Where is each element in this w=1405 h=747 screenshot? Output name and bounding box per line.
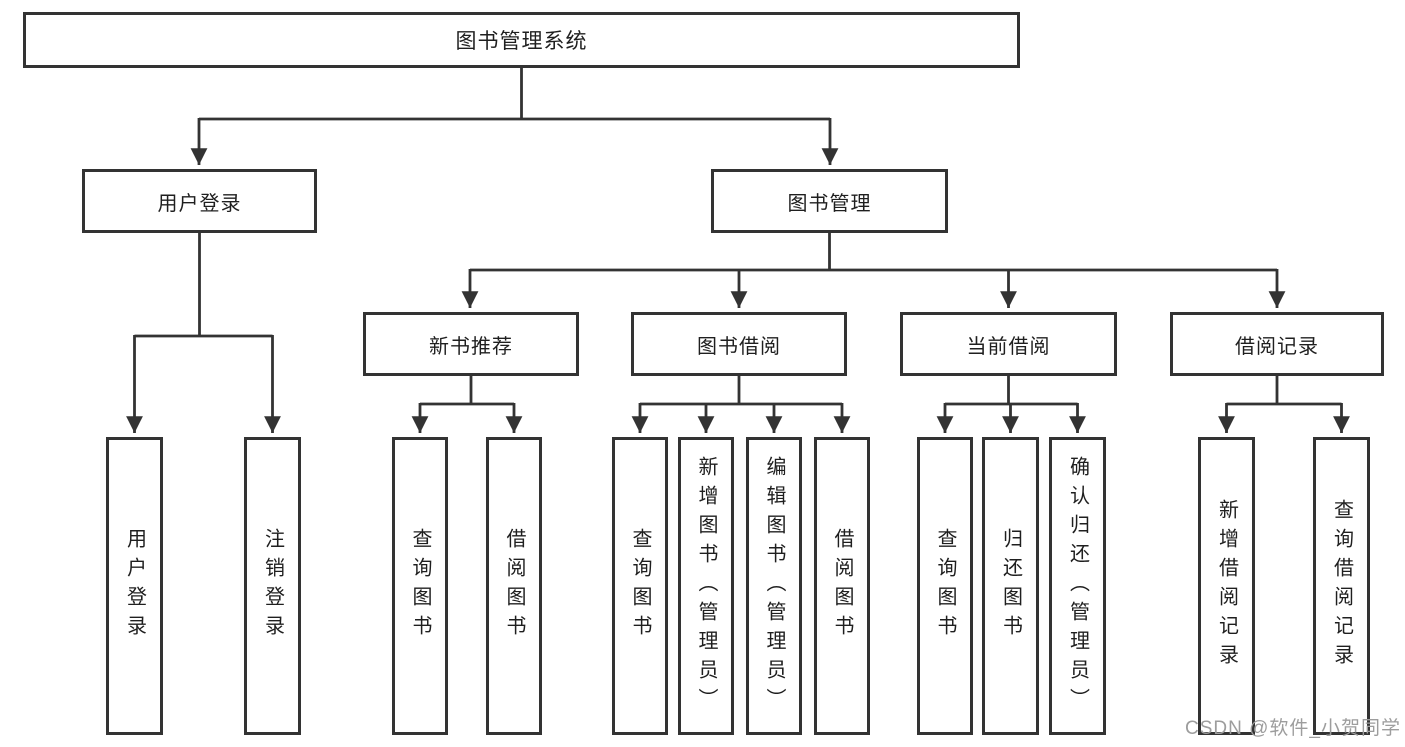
leaf-current-confirm-return-admin: 确认归还（管理员） — [1049, 437, 1106, 735]
leaf-logout: 注销登录 — [244, 437, 301, 735]
leaf-borrow-query-books: 查询图书 — [612, 437, 668, 735]
node-current-borrow: 当前借阅 — [900, 312, 1117, 376]
node-user-login: 用户登录 — [82, 169, 317, 233]
leaf-current-query-books: 查询图书 — [917, 437, 973, 735]
leaf-records-add-record: 新增借阅记录 — [1198, 437, 1255, 735]
leaf-borrow-edit-books-admin: 编辑图书（管理员） — [746, 437, 802, 735]
leaf-user-login: 用户登录 — [106, 437, 163, 735]
node-library-management-system: 图书管理系统 — [23, 12, 1020, 68]
leaf-borrow-borrow-books: 借阅图书 — [814, 437, 870, 735]
node-borrow-records: 借阅记录 — [1170, 312, 1384, 376]
node-new-book-recommend: 新书推荐 — [363, 312, 579, 376]
leaf-borrow-add-books-admin: 新增图书（管理员） — [678, 437, 734, 735]
node-book-management: 图书管理 — [711, 169, 948, 233]
leaf-current-return-books: 归还图书 — [982, 437, 1039, 735]
node-book-borrow: 图书借阅 — [631, 312, 847, 376]
leaf-newbooks-query-books: 查询图书 — [392, 437, 448, 735]
leaf-newbooks-borrow-books: 借阅图书 — [486, 437, 542, 735]
csdn-watermark: CSDN @软件_小贺同学 — [1185, 718, 1401, 739]
leaf-records-query-record: 查询借阅记录 — [1313, 437, 1370, 735]
